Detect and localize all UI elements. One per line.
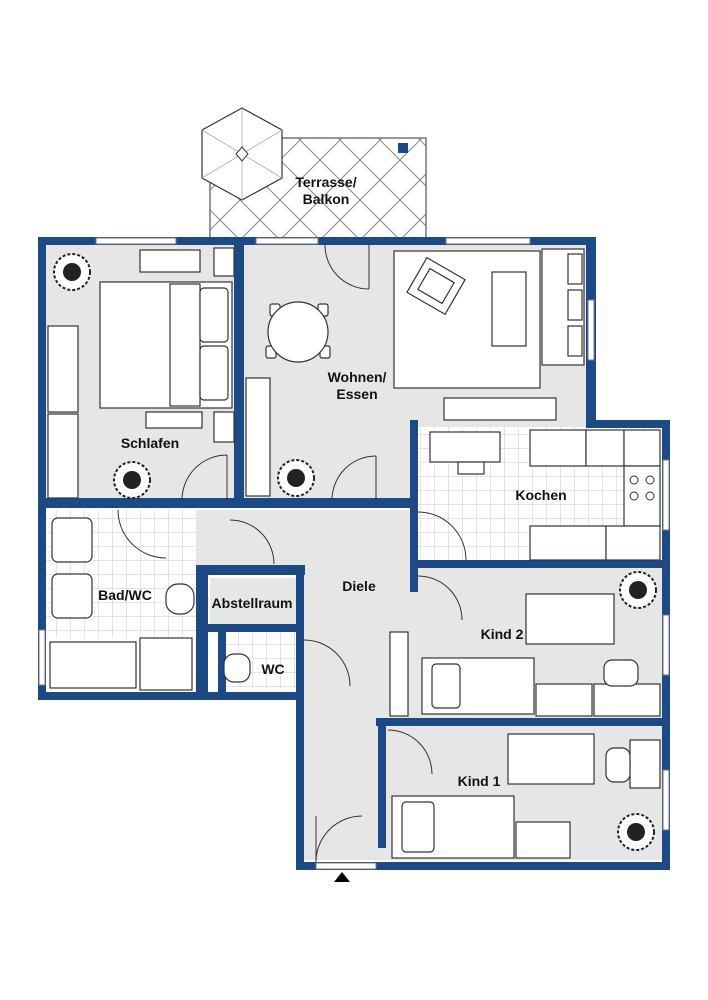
plant-icon — [277, 459, 315, 497]
kind1-furniture — [387, 729, 661, 859]
armchair-icon — [406, 256, 466, 316]
label-kochen: Kochen — [515, 487, 566, 503]
label-diele: Diele — [342, 578, 376, 594]
kitchen-furniture — [417, 429, 661, 561]
plant-icon — [113, 461, 151, 499]
bedroom-furniture — [47, 247, 235, 501]
room-labels: Terrasse/ Balkon Wohnen/ Essen Schlafen … — [98, 174, 567, 789]
bathroom-fixtures — [49, 509, 275, 691]
label-terrasse-line1: Terrasse/ — [295, 174, 356, 190]
plant-icon — [617, 813, 655, 851]
label-kind2: Kind 2 — [481, 626, 524, 642]
entrance-arrow-icon — [334, 872, 350, 882]
wc-fixtures — [223, 639, 351, 687]
label-kind1: Kind 1 — [458, 773, 501, 789]
label-wohnen-line1: Wohnen/ — [328, 369, 387, 385]
label-wc: WC — [261, 661, 284, 677]
label-terrasse-line2: Balkon — [303, 191, 350, 207]
plant-icon — [53, 253, 91, 291]
hallway-furniture — [315, 631, 409, 863]
terrace — [201, 107, 427, 239]
dining-table-icon — [265, 301, 331, 363]
label-bad: Bad/WC — [98, 587, 152, 603]
plant-icon — [619, 571, 657, 609]
label-schlafen: Schlafen — [121, 435, 179, 451]
kind2-furniture — [417, 571, 661, 717]
label-abstellraum: Abstellraum — [212, 595, 293, 611]
living-furniture — [245, 244, 585, 501]
label-wohnen-line2: Essen — [336, 386, 377, 402]
parasol-icon — [201, 107, 283, 201]
windows — [38, 237, 670, 870]
